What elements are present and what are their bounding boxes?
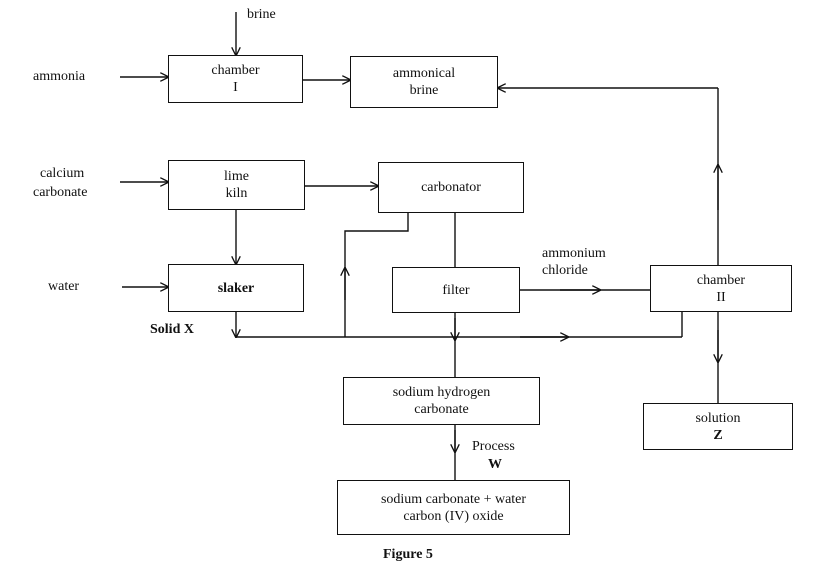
process-w-label: Process — [472, 439, 515, 454]
solid-x-label: Solid X — [150, 321, 194, 338]
filter-label: filter — [442, 282, 470, 298]
ammonical-brine-line1: ammonical — [392, 66, 456, 81]
chamber-1-box: chamber I — [168, 55, 303, 103]
ammonium-chloride-label-line1: ammonium — [542, 246, 606, 261]
solution-z-box: solution Z — [643, 403, 793, 450]
ammonia-input-label: ammonia — [33, 69, 86, 84]
ammonical-brine-box: ammonical brine — [350, 56, 498, 108]
brine-input-label: brine — [247, 7, 276, 22]
calcium-carbonate-label-line1: calcium — [40, 166, 85, 181]
calcium-carbonate-label-line2: carbonate — [33, 185, 88, 200]
solution-z-letter: Z — [713, 427, 723, 443]
process-w-letter: W — [488, 457, 502, 472]
products-line2: carbon (IV) oxide — [403, 508, 504, 524]
lime-kiln-line1: lime — [224, 169, 249, 184]
sodium-hydrogen-carbonate-line2: carbonate — [414, 402, 469, 417]
slaker-box: slaker — [168, 264, 304, 312]
carbonator-box: carbonator — [378, 162, 524, 213]
slaker-label: slaker — [217, 280, 255, 296]
carbonator-label: carbonator — [421, 180, 481, 195]
sodium-hydrogen-carbonate-line1: sodium hydrogen — [392, 385, 491, 400]
solution-z-line1: solution — [695, 410, 741, 426]
products-box: sodium carbonate + water carbon (IV) oxi… — [337, 480, 570, 535]
ammonical-brine-line2: brine — [409, 83, 439, 98]
chamber-1-line2: I — [233, 80, 238, 95]
chamber-2-box: chamber II — [650, 265, 792, 312]
solid-x-text: Solid — [150, 322, 181, 337]
lime-kiln-box: lime kiln — [168, 160, 305, 210]
chamber-1-line1: chamber — [211, 63, 260, 78]
ammonium-chloride-label-line2: chloride — [542, 263, 588, 278]
chamber-2-line1: chamber — [696, 272, 746, 288]
lime-kiln-line2: kiln — [225, 186, 248, 201]
products-line1: sodium carbonate + water — [380, 491, 527, 507]
figure-caption: Figure 5 — [383, 547, 433, 562]
solid-x-letter: X — [183, 322, 194, 337]
chamber-2-line2: II — [716, 289, 726, 305]
water-input-label: water — [48, 279, 80, 294]
filter-box: filter — [392, 267, 520, 313]
sodium-hydrogen-carbonate-box: sodium hydrogen carbonate — [343, 377, 540, 425]
